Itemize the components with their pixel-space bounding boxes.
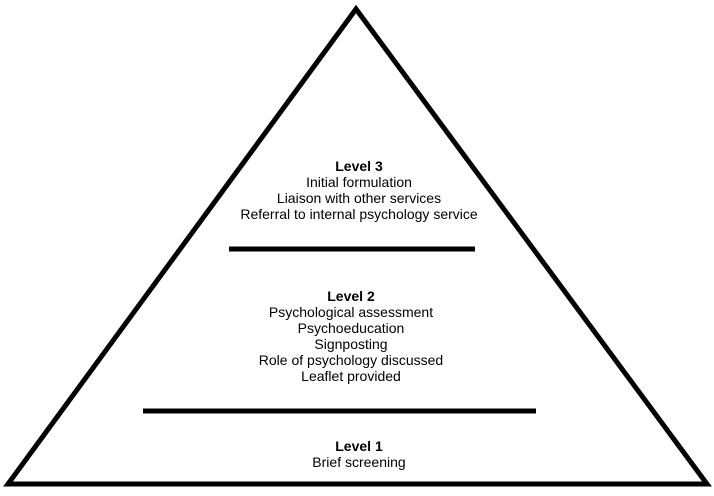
level-2-item: Psychoeducation: [297, 320, 405, 336]
level-3-item: Initial formulation: [306, 174, 412, 190]
level-2-item: Role of psychology discussed: [258, 352, 444, 368]
level-2-block: Level 2 Psychological assessment Psychoe…: [0, 288, 708, 384]
level-3-block: Level 3 Initial formulation Liaison with…: [2, 158, 714, 222]
level-1-item: Brief screening: [312, 454, 406, 470]
level-2-item: Signposting: [314, 336, 388, 352]
level-2-title: Level 2: [327, 288, 375, 304]
level-3-item: Referral to internal psychology service: [240, 206, 478, 222]
level-1-block: Level 1 Brief screening: [2, 438, 714, 470]
level-3-title: Level 3: [335, 158, 383, 174]
level-3-item: Liaison with other services: [276, 190, 442, 206]
level-2-item: Leaflet provided: [301, 368, 401, 384]
level-2-item: Psychological assessment: [268, 304, 434, 320]
pyramid-outline: [3, 4, 712, 487]
level-1-title: Level 1: [335, 438, 383, 454]
